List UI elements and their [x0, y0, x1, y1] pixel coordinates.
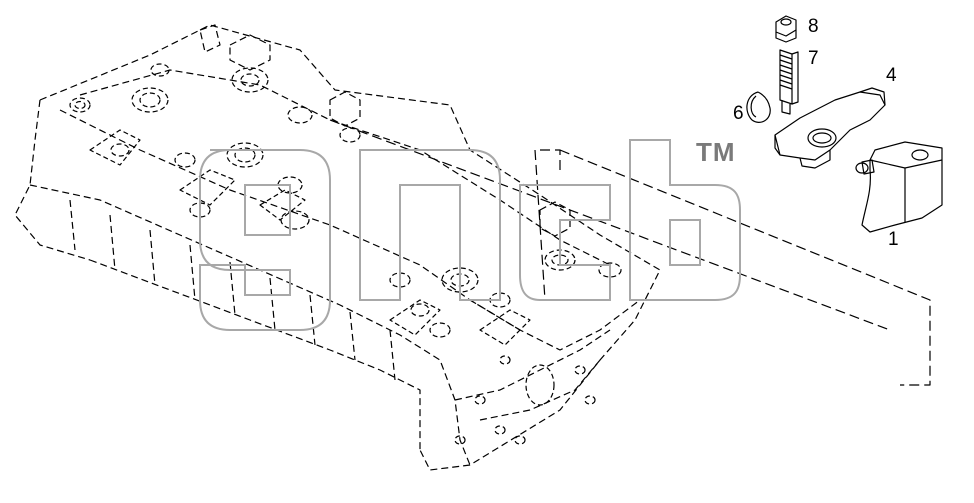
cylinder-head-outline [14, 24, 661, 471]
callout-4: 4 [886, 65, 897, 86]
explode-leader-line [329, 119, 931, 386]
nut-part-8 [775, 15, 797, 43]
circlip-part-6 [746, 91, 771, 123]
trademark-label: TM [696, 137, 736, 167]
rocker-support-part-1 [855, 141, 943, 233]
callout-8: 8 [808, 16, 819, 37]
callout-7: 7 [808, 48, 819, 69]
callout-1: 1 [888, 229, 899, 250]
callout-6: 6 [733, 103, 744, 124]
adjusting-screw-part-7 [779, 49, 799, 115]
explode-leader-line-2 [534, 149, 546, 301]
head-rocker-seats [89, 129, 531, 346]
watermark-letters [199, 139, 741, 331]
rocker-arm-part-4 [774, 87, 886, 169]
